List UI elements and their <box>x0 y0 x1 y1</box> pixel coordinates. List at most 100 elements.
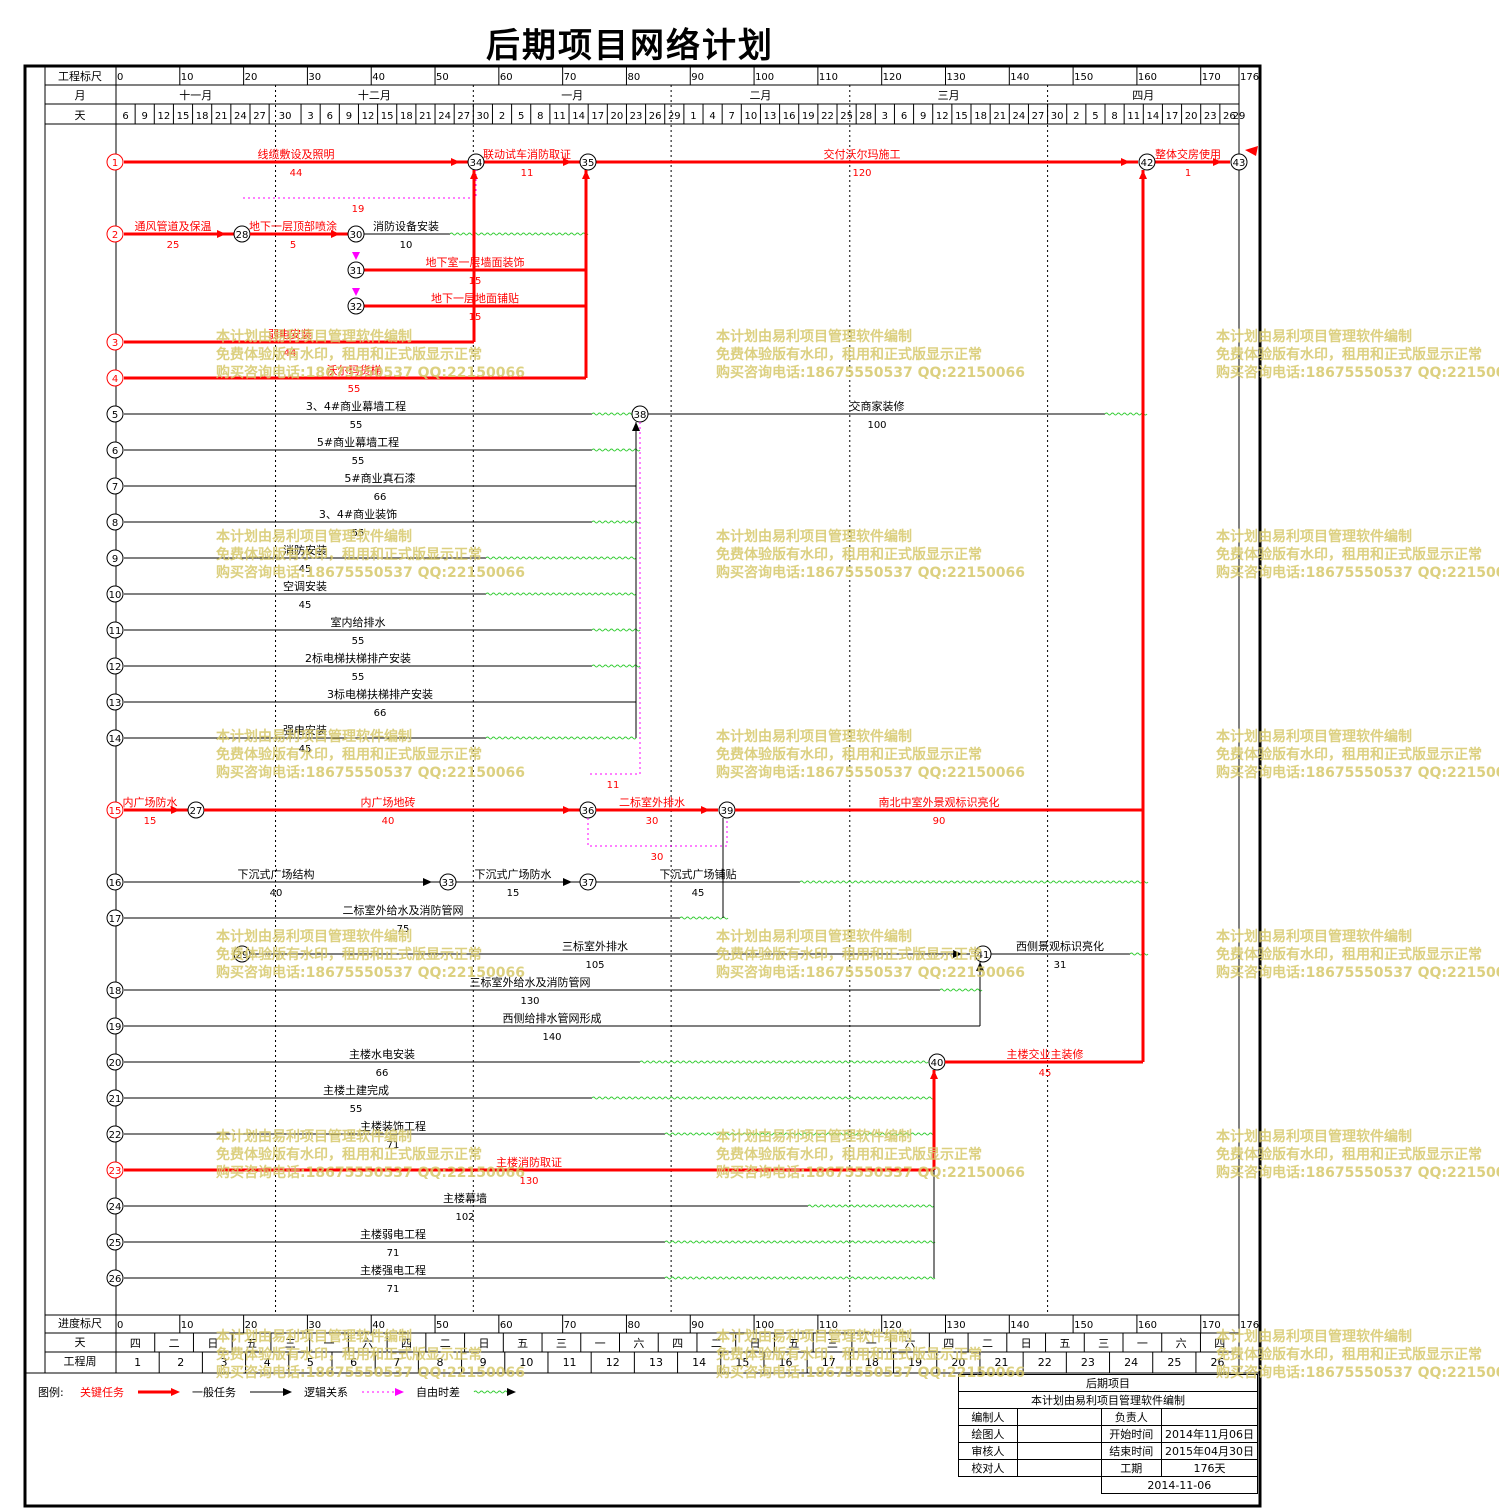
event-node-label: 13 <box>109 698 122 709</box>
progress-tick-label: 160 <box>1138 1320 1157 1331</box>
arrow-head <box>171 806 180 814</box>
footer-checker: 校对人 <box>958 1459 1018 1477</box>
task-duration: 102 <box>455 1212 474 1223</box>
day-cell: 21 <box>419 111 432 122</box>
arrow-head <box>423 878 432 886</box>
row-node <box>106 549 124 567</box>
task-duration: 90 <box>933 816 946 827</box>
task-name: 3、4#商业装饰 <box>319 507 397 521</box>
event-node-label: 29 <box>236 950 249 961</box>
task-duration: 55 <box>352 672 365 683</box>
week-cell: 3 <box>220 1356 227 1369</box>
week-label: 工程周 <box>64 1355 97 1368</box>
task-name: 下沉式广场铺贴 <box>660 867 737 881</box>
task-duration: 55 <box>352 456 365 467</box>
day-cell: 21 <box>993 111 1006 122</box>
day-cell: 29 <box>668 111 681 122</box>
arrow-head <box>507 1388 516 1396</box>
task-name: 空调安装 <box>283 579 327 593</box>
event-node-label: 9 <box>112 554 118 565</box>
free-float-wave <box>591 448 641 452</box>
event-node-label: 10 <box>109 590 122 601</box>
scale-tick-label: 60 <box>500 72 513 83</box>
week-cell: 23 <box>1081 1356 1095 1369</box>
arrow-head <box>953 950 962 958</box>
week-cell: 5 <box>307 1356 314 1369</box>
row-node-label: 3 <box>112 338 118 349</box>
task-name: 南北中室外景观标识亮化 <box>879 795 1000 809</box>
task-duration: 71 <box>387 1284 400 1295</box>
event-node-label: 16 <box>109 878 122 889</box>
event-node-label: 22 <box>109 1130 122 1141</box>
day-cell: 28 <box>859 111 872 122</box>
day-cell: 17 <box>591 111 604 122</box>
week-cell: 9 <box>480 1356 487 1369</box>
progress-tick-label: 20 <box>245 1320 258 1331</box>
day-cell: 26 <box>1223 111 1236 122</box>
week-cell: 26 <box>1210 1356 1224 1369</box>
free-float-wave <box>664 1132 936 1136</box>
scale-tick-label: 80 <box>627 72 640 83</box>
week-cell: 18 <box>865 1356 879 1369</box>
progress-tick-label: 50 <box>436 1320 449 1331</box>
week-cell: 1 <box>134 1356 141 1369</box>
task-name: 线缆敷设及照明 <box>258 147 335 161</box>
weekday-cell: 五 <box>517 1337 528 1350</box>
event-node <box>1138 153 1156 171</box>
event-node-label: 26 <box>109 1274 122 1285</box>
task-duration: 130 <box>519 1176 538 1187</box>
task-duration: 55 <box>348 384 361 395</box>
arrow-head <box>930 1070 938 1079</box>
task-name: 消防设备安装 <box>373 219 439 233</box>
event-node-label: 25 <box>109 1238 122 1249</box>
weekday-cell: 四 <box>672 1337 683 1350</box>
arrow-head <box>632 422 640 431</box>
progress-label: 进度标尺 <box>58 1316 102 1330</box>
event-node-label: 42 <box>1141 158 1154 169</box>
logic-arrow <box>352 252 360 260</box>
day-cell: 5 <box>518 111 524 122</box>
day-cell: 24 <box>234 111 247 122</box>
week-cell: 20 <box>951 1356 965 1369</box>
weekday-cell: 二 <box>169 1337 180 1350</box>
week-cell: 19 <box>908 1356 922 1369</box>
week-cell: 21 <box>995 1356 1009 1369</box>
logic-link <box>590 422 641 775</box>
week-cell: 2 <box>177 1356 184 1369</box>
task-duration: 75 <box>397 924 410 935</box>
footer-start-label: 开始时间 <box>1100 1425 1163 1443</box>
event-node-label: 6 <box>112 446 118 457</box>
arrow-head <box>701 806 710 814</box>
footer-reviewer: 审核人 <box>958 1442 1018 1460</box>
row-node-label: 4 <box>112 374 118 385</box>
day-cell: 7 <box>729 111 735 122</box>
event-node <box>579 153 597 171</box>
day-cell: 10 <box>745 111 758 122</box>
weekday-cell: 一 <box>1137 1337 1148 1350</box>
task-duration: 55 <box>350 420 363 431</box>
task-duration: 15 <box>507 888 520 899</box>
arrow-head <box>1213 158 1222 166</box>
free-float-label: 30 <box>651 852 664 863</box>
task-name: 下沉式广场防水 <box>475 867 552 881</box>
weekday-cell: 六 <box>633 1337 644 1350</box>
event-node-label: 27 <box>190 806 203 817</box>
progress-tick-label: 130 <box>946 1320 965 1331</box>
day-cell: 12 <box>362 111 375 122</box>
weekday-cell: 一 <box>324 1337 335 1350</box>
weekday-cell: 五 <box>788 1337 799 1350</box>
task-duration: 55 <box>352 636 365 647</box>
free-float-wave <box>639 1060 929 1064</box>
legend-critical: 关键任务 <box>80 1386 124 1399</box>
event-node-label: 32 <box>350 302 363 313</box>
row-node <box>106 1269 124 1287</box>
progress-tick-label: 0 <box>117 1320 123 1331</box>
day-cell: 14 <box>1146 111 1159 122</box>
event-node-label: 38 <box>634 410 647 421</box>
arrow-head <box>331 230 340 238</box>
scale-tick-label: 120 <box>883 72 902 83</box>
task-name: 2标电梯扶梯排产安装 <box>305 651 411 665</box>
row-node <box>106 1089 124 1107</box>
progress-tick-label: 10 <box>181 1320 194 1331</box>
day-cell: 29 <box>1233 111 1246 122</box>
